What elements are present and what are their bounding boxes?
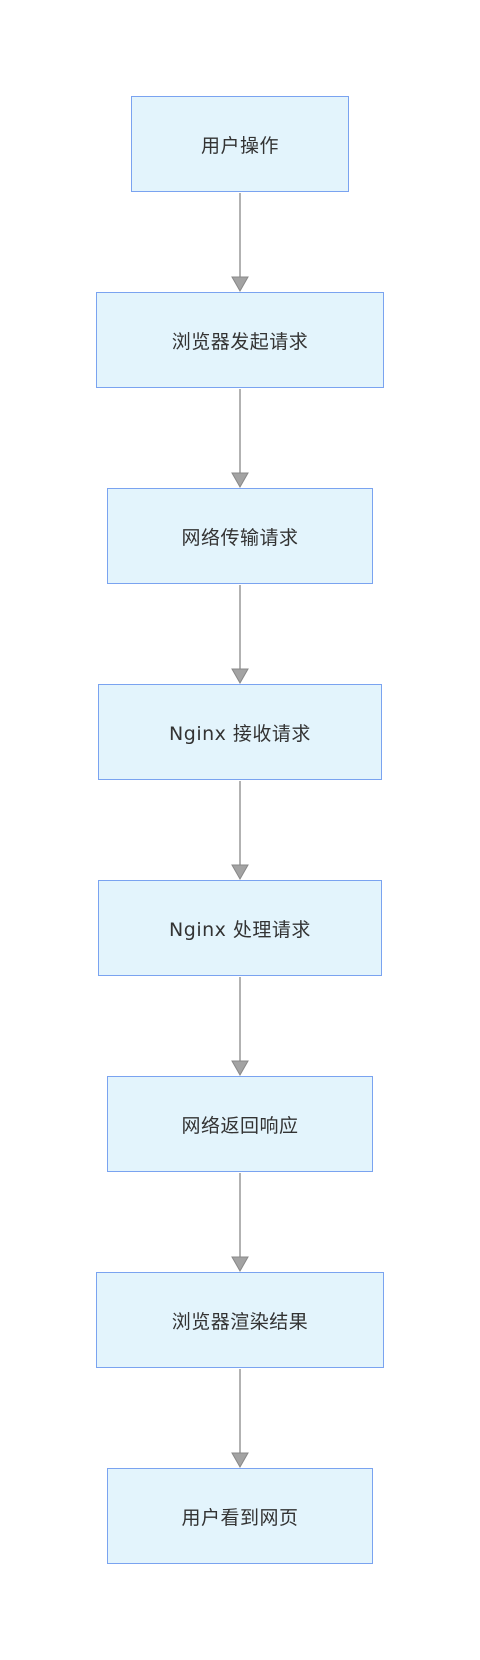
- node-network-transfer[interactable]: 网络传输请求: [107, 488, 373, 584]
- node-nginx-receive[interactable]: Nginx 接收请求: [98, 684, 382, 780]
- node-browser-render[interactable]: 浏览器渲染结果: [96, 1272, 384, 1368]
- node-label: Nginx 接收请求: [169, 722, 311, 745]
- node-browser-request[interactable]: 浏览器发起请求: [96, 292, 384, 388]
- node-label: 浏览器发起请求: [171, 330, 309, 353]
- node-user-sees[interactable]: 用户看到网页: [107, 1468, 373, 1564]
- node-nginx-process[interactable]: Nginx 处理请求: [98, 880, 382, 976]
- node-label: 网络返回响应: [181, 1114, 299, 1137]
- node-label: Nginx 处理请求: [169, 918, 311, 941]
- edge-7: [231, 1369, 249, 1469]
- edge-5: [231, 977, 249, 1077]
- edge-6: [231, 1173, 249, 1273]
- edge-2: [231, 389, 249, 489]
- node-label: 浏览器渲染结果: [171, 1310, 309, 1333]
- edge-3: [231, 585, 249, 685]
- node-network-response[interactable]: 网络返回响应: [107, 1076, 373, 1172]
- node-user-action[interactable]: 用户操作: [131, 96, 349, 192]
- node-label: 用户看到网页: [181, 1506, 299, 1529]
- node-label: 用户操作: [200, 134, 279, 157]
- edge-1: [231, 193, 249, 293]
- node-label: 网络传输请求: [181, 526, 299, 549]
- edge-4: [231, 781, 249, 881]
